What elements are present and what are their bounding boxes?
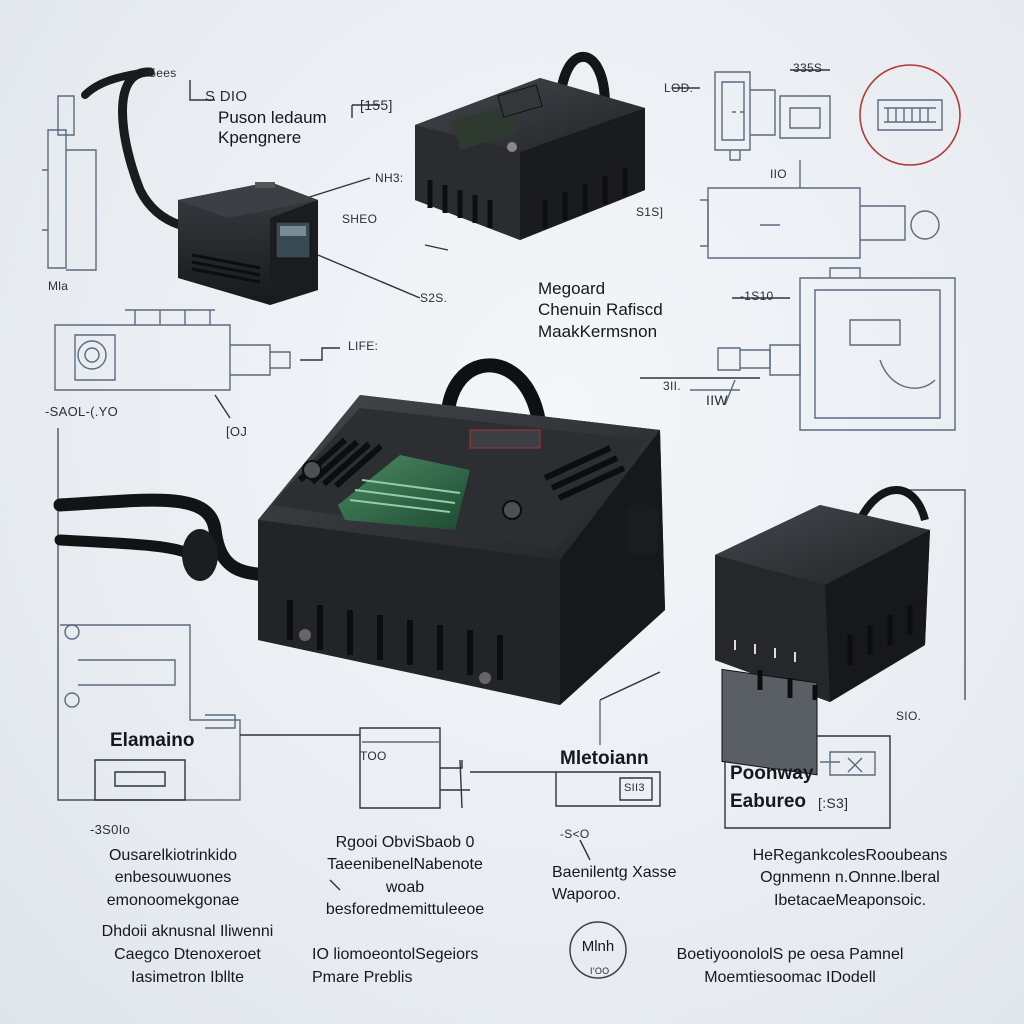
description-line: Ognmenn n.Onnne.lberal <box>760 869 940 887</box>
tag-label: 3II. <box>663 379 681 393</box>
tag-label: IIW <box>706 392 728 408</box>
tag-label: -3S0Io <box>90 822 131 837</box>
tag-label: [155] <box>360 97 393 113</box>
tag-label: S DIO <box>205 88 248 105</box>
description-block: Ousarelkiotrinkido enbesouwuones emonoom… <box>88 845 258 912</box>
tag-label: -1S10 <box>740 289 774 303</box>
callout-block-top-left: Puson ledaum Kpengnere <box>218 108 327 147</box>
description-block: Rgooi ObviSbaob 0 TaeenibenelNabenote wo… <box>300 832 510 922</box>
center-box-tag: SII3 <box>624 782 645 794</box>
callout-line: Puson ledaum <box>218 108 327 127</box>
footer-line: Iasimetron Ibllte <box>131 969 244 987</box>
footer-block: IO liomoeontolSegeiors Pmare Preblis <box>312 943 478 989</box>
tag-label: TOO <box>360 749 387 763</box>
right-box-line: Poonway <box>730 763 814 784</box>
description-line: Rgooi ObviSbaob 0 <box>335 834 475 851</box>
footer-line: IO liomoeontolSegeiors <box>312 946 479 963</box>
description-line: Baenilentg Xasse <box>552 864 677 881</box>
footer-line: BoetiyoonololS pe oesa Pamnel <box>676 946 904 963</box>
callout-line: Megoard <box>538 279 606 298</box>
description-line: IbetacaeMeaponsoic. <box>773 891 927 909</box>
tag-label: LOD. <box>664 81 694 95</box>
footer-line: Dhdoii aknusnal Iliwenni <box>101 923 274 940</box>
description-line: enbesouwuones <box>114 869 232 887</box>
sketch-lines <box>42 64 966 891</box>
badge-circle <box>569 921 627 979</box>
tag-label: -S<O <box>560 827 590 841</box>
callout-line: Chenuin Rafiscd <box>538 300 663 320</box>
right-box-text: Poonway Eabureo <box>730 760 813 815</box>
description-line: HeRegankcolesRooubeans <box>752 847 948 864</box>
callout-line: Kpengnere <box>218 127 302 147</box>
tag-label: IIO <box>770 167 787 181</box>
tag-label: SHEO <box>342 212 378 226</box>
tag-label: NH3: <box>375 171 404 185</box>
top-transformer-illustration <box>415 51 645 240</box>
footer-line: Pmare Preblis <box>312 969 413 987</box>
description-line: emonoomekgonae <box>106 891 240 909</box>
tag-label: SIO. <box>896 709 922 723</box>
description-line: woab <box>385 878 425 896</box>
footer-block: BoetiyoonololS pe oesa Pamnel Moemtiesoo… <box>660 943 920 989</box>
left-box-title: Elamaino <box>110 730 195 751</box>
description-line: Waporoo. <box>552 886 621 904</box>
callout-line: MaakKermsnon <box>538 321 658 341</box>
description-block: HeRegankcolesRooubeans Ognmenn n.Onnne.l… <box>725 845 975 912</box>
tag-label: -SAOL-(.YO <box>45 404 119 419</box>
description-line: Ousarelkiotrinkido <box>108 847 238 864</box>
footer-line: Caegco Dtenoxeroet <box>114 946 261 964</box>
tag-label: Mla <box>48 279 69 293</box>
footer-block: Dhdoii aknusnal Iliwenni Caegco Dtenoxer… <box>85 920 290 990</box>
right-box-line: Eabureo <box>730 790 807 812</box>
right-box-tag: [:S3] <box>818 795 849 811</box>
description-line: TaeenibenelNabenote <box>327 856 483 874</box>
tag-label: [OJ <box>226 424 248 439</box>
description-block: Baenilentg Xasse Waporoo. <box>552 862 677 907</box>
tag-label: S2S. <box>420 291 448 305</box>
callout-block-center: Megoard Chenuin Rafiscd MaakKermsnon <box>538 278 663 342</box>
footer-line: Moemtiesoomac IDodell <box>704 969 876 987</box>
tag-label: 335S <box>793 61 823 75</box>
center-box-title: Mletoiann <box>560 748 649 769</box>
badge-label: Mlnh <box>581 938 615 955</box>
tag-label: I'OO <box>590 966 610 976</box>
tag-label: LIFE: <box>348 339 379 353</box>
right-converter-illustration <box>715 486 930 776</box>
small-adapter-illustration <box>81 67 318 305</box>
tag-label: -5ees <box>145 66 177 80</box>
description-line: besforedmemittuleeoe <box>325 901 485 919</box>
tag-label: S1S] <box>636 205 664 219</box>
main-power-supply-illustration <box>53 358 665 705</box>
